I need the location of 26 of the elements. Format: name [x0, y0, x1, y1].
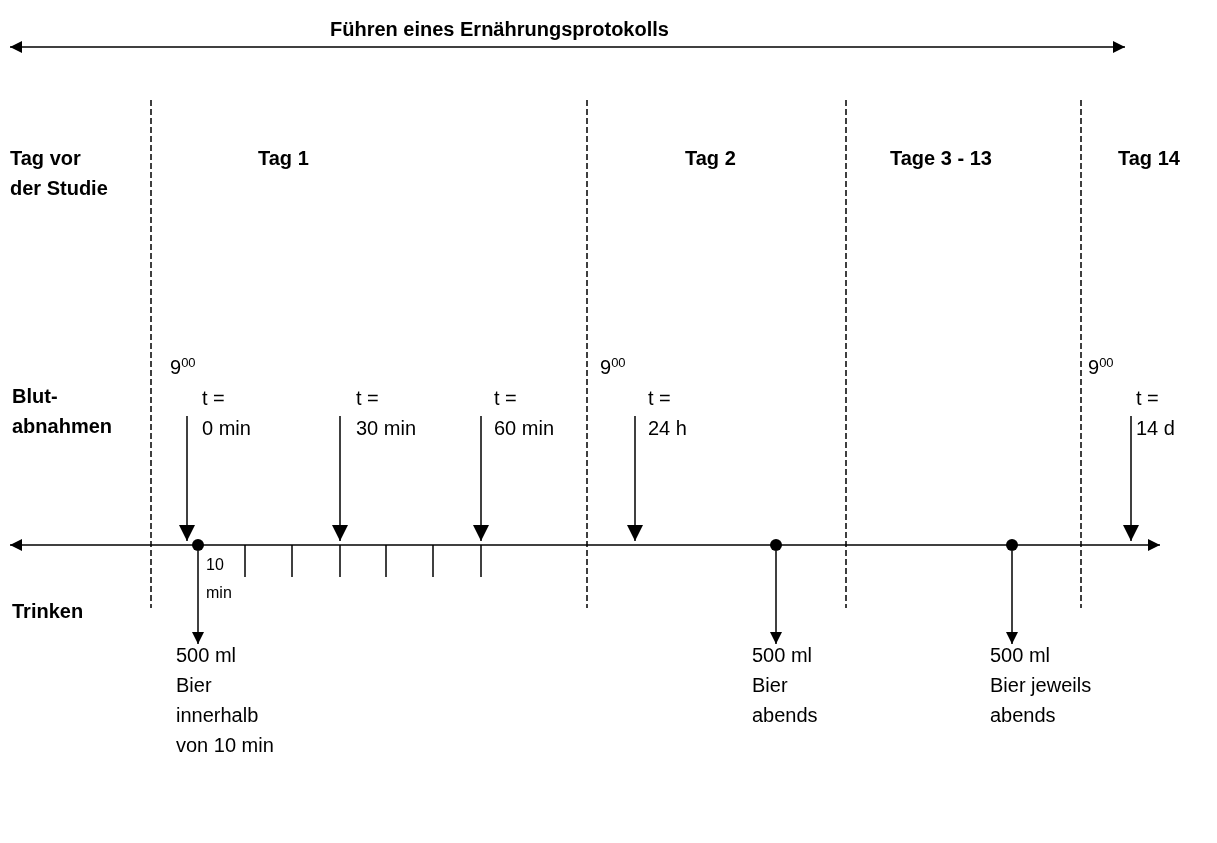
day-label: Tag 1	[258, 146, 309, 171]
time-point-label: t = 24 h	[648, 386, 687, 441]
time-point-label: t = 0 min	[202, 386, 251, 441]
interval-label: 10 min	[206, 555, 232, 603]
arrow	[192, 550, 204, 645]
clock-time: 9$^{00}$	[170, 354, 196, 380]
time-point-label: t = 14 d	[1136, 386, 1175, 441]
time-point-label: t = 60 min	[494, 386, 555, 441]
dot-marker	[192, 539, 204, 551]
row-label: Tag vor der Studie	[10, 146, 108, 201]
row-label: Trinken	[12, 599, 84, 624]
drinking-note: 500 ml Bier abends	[752, 640, 818, 730]
arrow	[770, 550, 782, 645]
day-label: Tage 3 - 13	[890, 146, 992, 171]
drinking-note: 500 ml Bier jeweils abends	[990, 640, 1092, 730]
title: Führen eines Ernährungsprotokolls	[330, 17, 669, 42]
dot-marker	[770, 539, 782, 551]
day-label: Tag 2	[685, 146, 736, 171]
dot-marker	[1006, 539, 1018, 551]
time-point-label: t = 30 min	[356, 386, 417, 441]
drinking-note: 500 ml Bier innerhalb von 10 min	[176, 640, 274, 760]
clock-time: 9$^{00}$	[1088, 354, 1114, 380]
clock-time: 9$^{00}$	[600, 354, 626, 380]
day-label: Tag 14	[1118, 146, 1180, 171]
arrow	[1006, 550, 1018, 645]
row-label: Blut- abnahmen	[12, 384, 113, 439]
